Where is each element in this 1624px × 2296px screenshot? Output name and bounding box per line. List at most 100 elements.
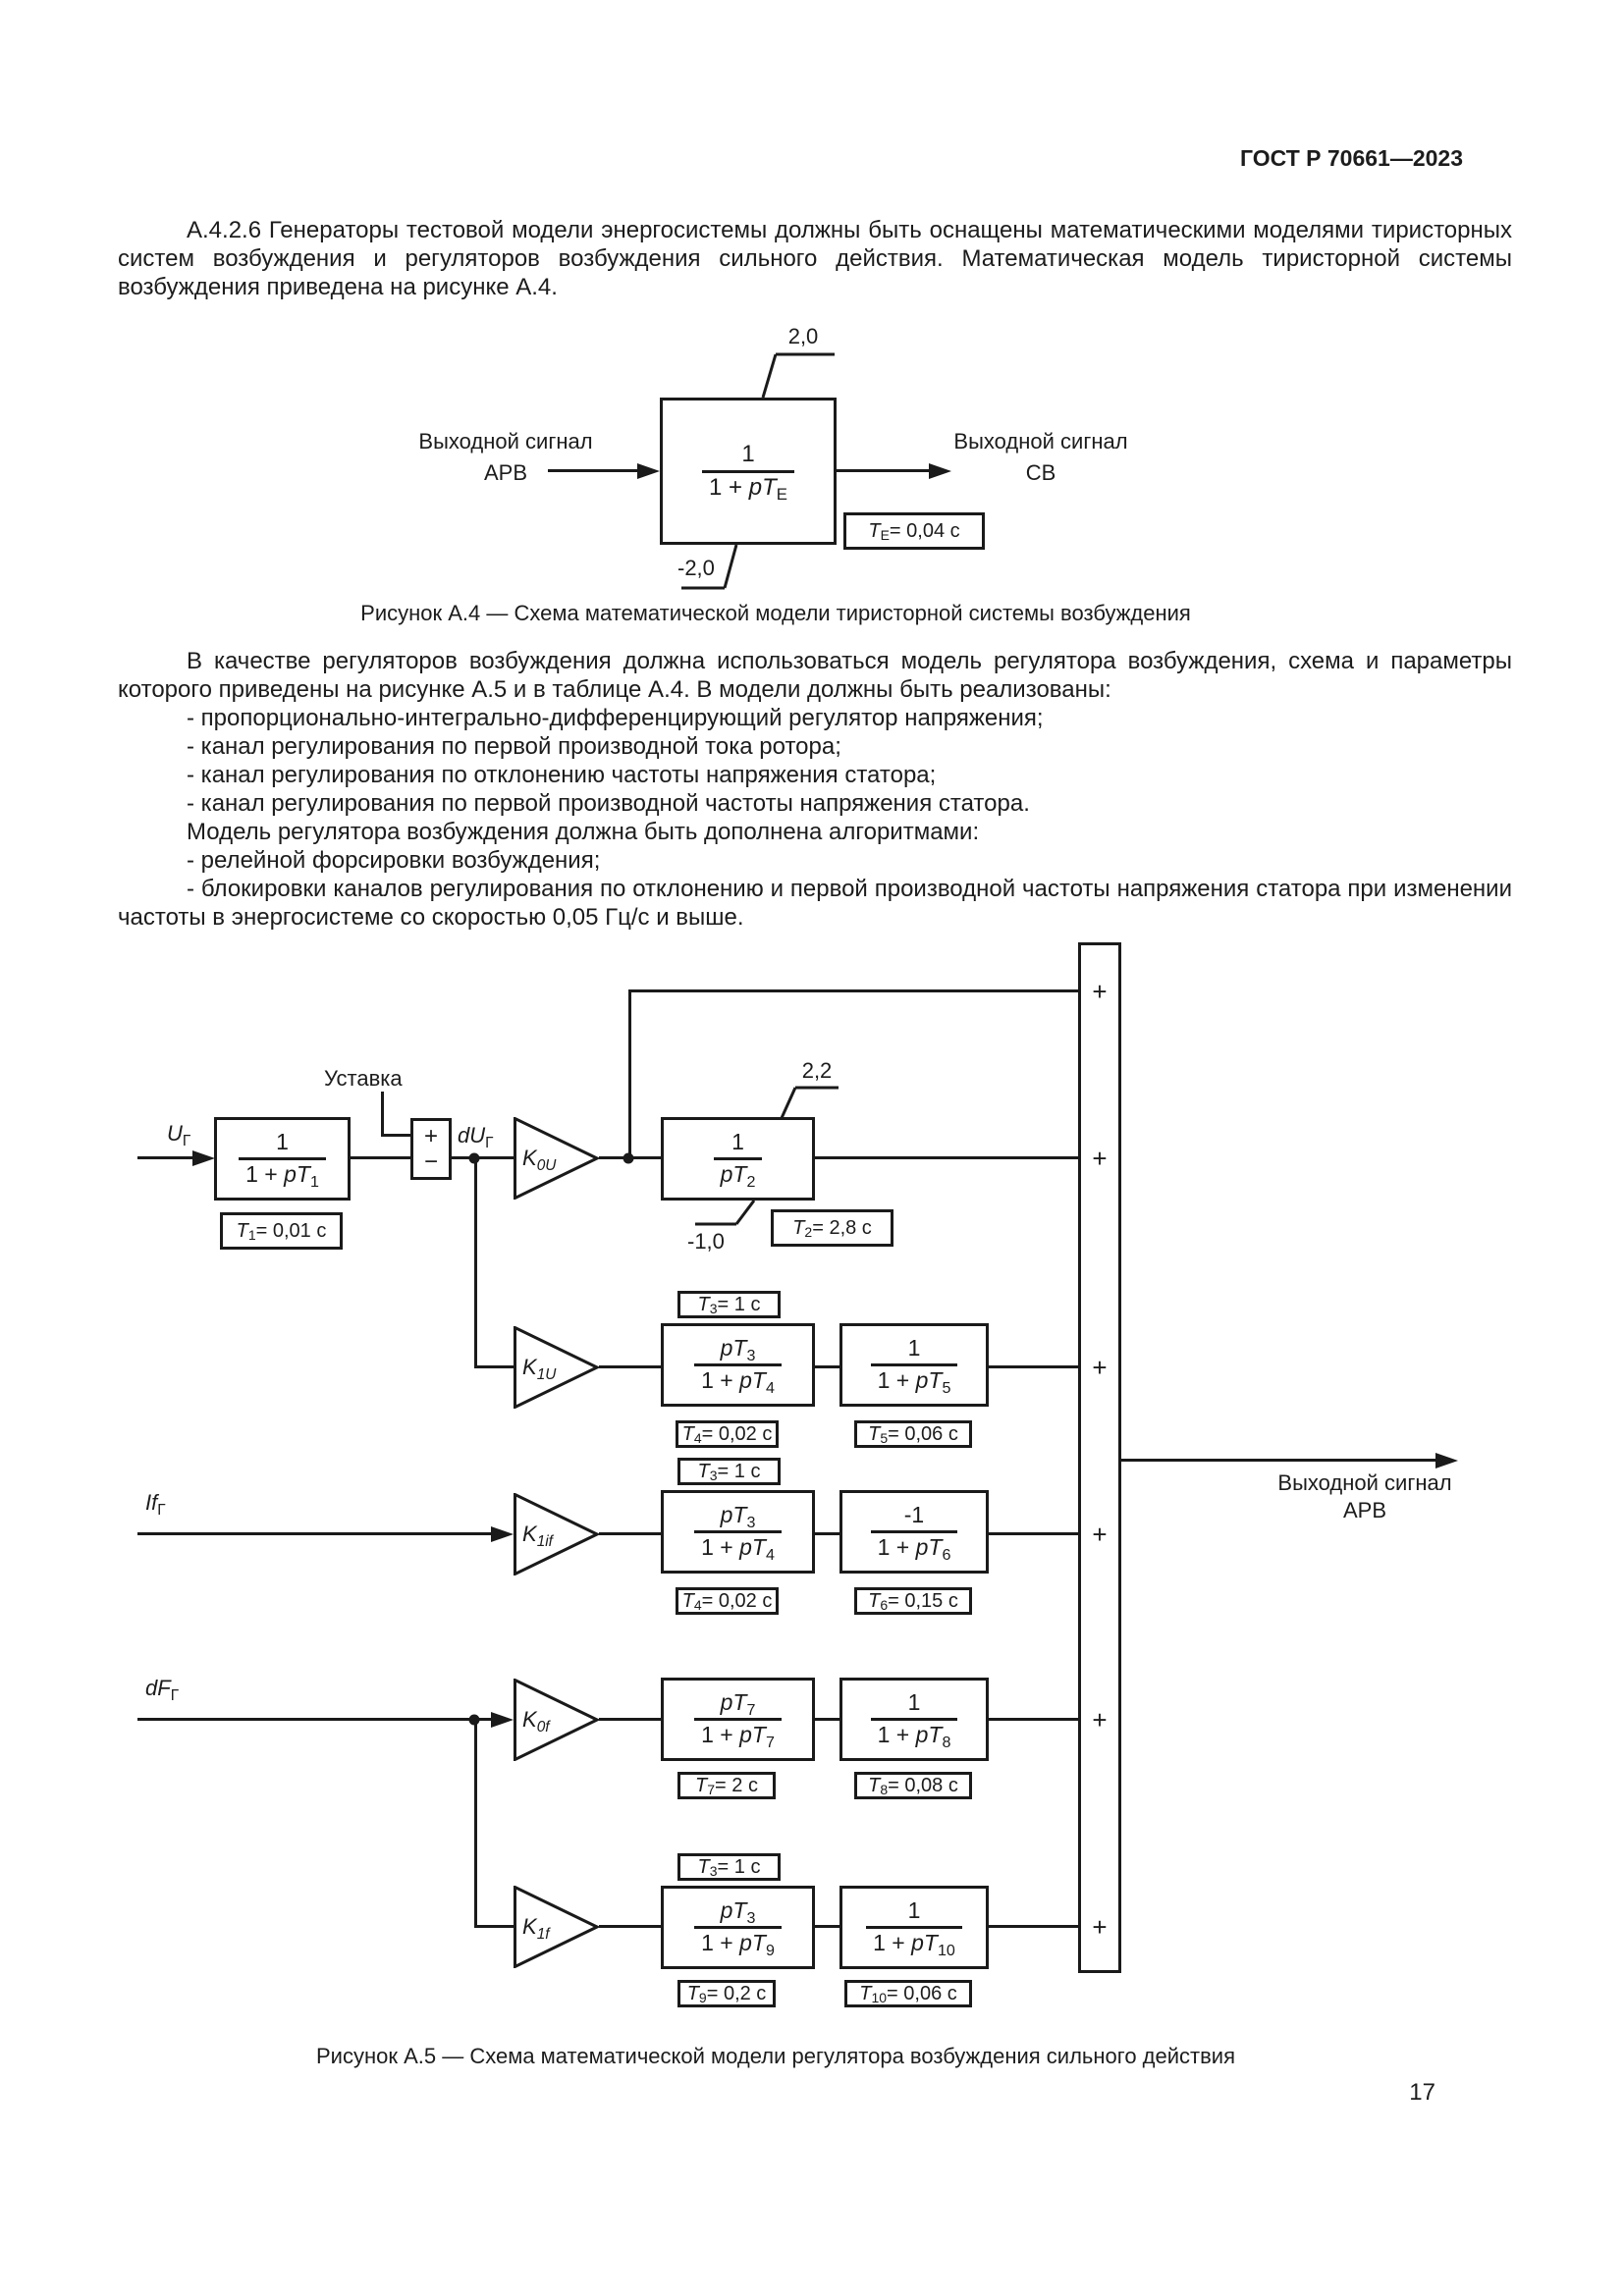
para2-item: - блокировки каналов регулирования по от… (118, 876, 1512, 931)
tf-numerator: pT3 (720, 1335, 756, 1365)
connector-line (989, 1365, 1078, 1368)
fig-a4-input-label-1: Выходной сигнал (418, 429, 593, 454)
para2-item: В качестве регуляторов возбуждения должн… (118, 648, 1512, 703)
gain-k1u: K1U (514, 1326, 599, 1409)
block-row2-lag: 1 1 + pT5 (839, 1323, 989, 1407)
limit-top-tick (779, 1084, 843, 1121)
summator-plus-3: + (1092, 1353, 1108, 1382)
arrowhead (637, 463, 660, 479)
summator-plus-5: + (1092, 1705, 1108, 1735)
tf-denominator: 1 + pT9 (694, 1926, 782, 1958)
para2-item: Модель регулятора возбуждения должна быт… (187, 819, 980, 845)
arrowhead (929, 463, 951, 479)
connector-line (548, 469, 638, 472)
page-number: 17 (1409, 2079, 1435, 2106)
connector-line (599, 1365, 661, 1368)
limit-top-tick (748, 351, 839, 400)
summator-plus-6: + (1092, 1912, 1108, 1942)
arrowhead (1435, 1453, 1458, 1468)
connector-line (989, 1718, 1078, 1721)
arrowhead (491, 1712, 514, 1728)
connector-line (815, 1532, 839, 1535)
block-row5-derivative: pT3 1 + pT9 (661, 1886, 815, 1969)
gain-k1if-label: K1if (522, 1522, 553, 1550)
connector-line (599, 1718, 661, 1721)
gain-k0f: K0f (514, 1679, 599, 1761)
block-integrator: 1 pT2 (661, 1117, 815, 1201)
figure-a4: 2,0 Выходной сигнал АРВ 1 1 + pTE Выходн… (0, 0, 1624, 687)
setpoint-line (381, 1092, 384, 1137)
block-row4-washout: pT7 1 + pT7 (661, 1678, 815, 1761)
summator-plus-4: + (1092, 1520, 1108, 1549)
tf-numerator: 1 (907, 1689, 921, 1716)
connector-line (815, 1156, 1078, 1159)
summator-plus-1: + (1092, 977, 1108, 1006)
junction-dot (623, 1152, 634, 1164)
input-u-label: UГ (167, 1121, 191, 1149)
figure-a5-caption: Рисунок А.5 — Схема математической модел… (315, 2044, 1235, 2068)
gain-k1f: K1f (514, 1886, 599, 1968)
figure-a4-caption: Рисунок А.4 — Схема математической модел… (360, 601, 1191, 625)
input-df-label: dFГ (145, 1676, 180, 1704)
fig-a4-input-label-2: АРВ (483, 460, 528, 485)
tf-denominator: 1 + pTE (702, 469, 794, 502)
tf-numerator: 1 (907, 1335, 921, 1362)
tf-denominator: 1 + pT1 (239, 1157, 326, 1190)
tf-denominator: 1 + pT7 (694, 1718, 782, 1750)
fig-a4-output-label-1: Выходной сигнал (953, 429, 1128, 454)
arrowhead (491, 1526, 514, 1542)
output-label-1: Выходной сигнал (1277, 1470, 1452, 1495)
connector-line (989, 1532, 1078, 1535)
paragraph-a426-text: А.4.2.6 Генераторы тестовой модели энерг… (118, 217, 1512, 300)
summator-block (1078, 942, 1121, 1973)
block-u-filter: 1 1 + pT1 (214, 1117, 351, 1201)
tf-numerator: 1 (276, 1129, 289, 1155)
gain-k0u-label: K0U (522, 1146, 557, 1174)
connector-line (137, 1532, 492, 1535)
comparator-minus: − (423, 1148, 438, 1175)
connector-line (474, 1365, 514, 1368)
doc-number: ГОСТ Р 70661—2023 (1240, 145, 1463, 171)
limit-top-label: 2,0 (787, 324, 819, 348)
para2-item: - канал регулирования по первой производ… (187, 790, 1030, 817)
comparator-block: + − (410, 1118, 452, 1180)
tf-numerator: -1 (903, 1502, 925, 1528)
connector-line (815, 1365, 839, 1368)
tf-denominator: 1 + pT5 (870, 1363, 958, 1396)
tf-denominator: 1 + pT4 (694, 1530, 782, 1563)
connector-line (989, 1925, 1078, 1928)
block-row3-lag: -1 1 + pT6 (839, 1490, 989, 1574)
tf-denominator: 1 + pT4 (694, 1363, 782, 1396)
tf-numerator: pT7 (720, 1689, 756, 1720)
fig-a4-output-label-2: СВ (1025, 460, 1056, 485)
limit-bottom-label: -2,0 (677, 556, 715, 580)
tf-denominator: 1 + pT6 (870, 1530, 958, 1563)
output-line (1121, 1459, 1435, 1462)
input-if-label: IfГ (145, 1490, 166, 1519)
tf-numerator: 1 (731, 1129, 744, 1155)
connector-line (815, 1718, 839, 1721)
connector-line (351, 1156, 410, 1159)
setpoint-line (381, 1134, 410, 1137)
setpoint-label: Уставка (324, 1066, 403, 1091)
feedback-riser (628, 989, 631, 1158)
feedback-rail (628, 989, 1078, 992)
output-label-2: АРВ (1342, 1498, 1387, 1522)
arrowhead (192, 1150, 215, 1166)
block-thyristor-tf: 1 1 + pTE (660, 398, 837, 545)
gain-k1u-label: K1U (522, 1355, 557, 1383)
gain-k1f-label: K1f (522, 1914, 550, 1943)
